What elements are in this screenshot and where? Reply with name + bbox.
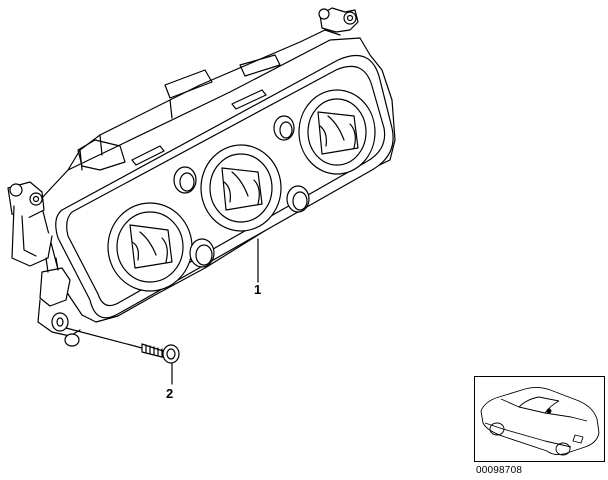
front-face-inner — [66, 65, 386, 307]
screw-leader — [65, 327, 143, 349]
bracket-bottom-left — [37, 257, 81, 347]
rear-tab — [77, 139, 126, 171]
document-number: 00098708 — [476, 465, 523, 476]
knob-left — [107, 202, 193, 292]
bracket-left — [7, 181, 53, 267]
knob-right — [298, 89, 376, 175]
heater-control-panel — [7, 7, 396, 385]
button-small-4 — [273, 115, 295, 141]
rear-block — [164, 69, 213, 99]
button-small-2 — [173, 166, 197, 194]
knob-middle — [200, 144, 282, 232]
callout-number-1: 1 — [254, 282, 262, 297]
screw — [141, 343, 180, 364]
callout-number-2: 2 — [166, 386, 174, 401]
rear-block-2 — [239, 54, 281, 77]
button-small-1 — [189, 238, 215, 268]
car-locator-icon — [480, 386, 600, 456]
button-small-3 — [286, 185, 310, 213]
car-locator-inset — [474, 376, 605, 462]
top-slot-1 — [131, 145, 165, 166]
top-slot-2 — [231, 89, 267, 110]
bracket-top-right — [318, 7, 359, 33]
